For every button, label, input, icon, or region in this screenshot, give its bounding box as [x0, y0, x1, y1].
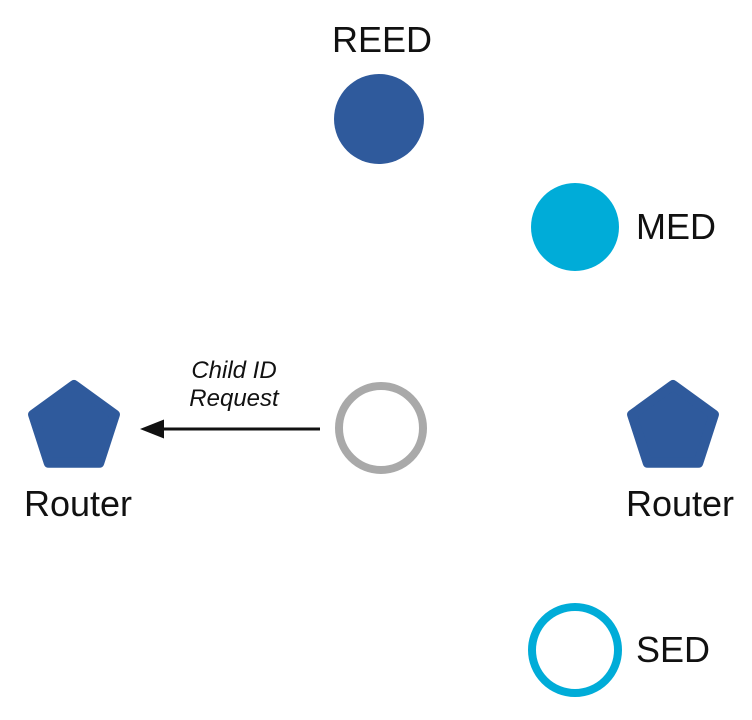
- reed-node-circle: [334, 74, 424, 164]
- joiner-node-circle: [335, 382, 427, 474]
- sed-label: SED: [636, 629, 711, 670]
- router-right-pentagon: [627, 380, 719, 468]
- reed-label: REED: [331, 19, 433, 60]
- child-id-request-label: Child ID Request: [134, 357, 334, 413]
- med-node-circle: [531, 183, 619, 271]
- child-id-request-arrowhead-icon: [140, 419, 164, 439]
- router-left-pentagon: [28, 380, 120, 468]
- child-id-request-label-line1: Child ID: [191, 357, 277, 384]
- child-id-request-label-line2: Request: [189, 385, 279, 412]
- med-label: MED: [636, 206, 716, 247]
- router-left-label: Router: [23, 483, 133, 524]
- sed-node-circle: [528, 603, 622, 697]
- router-right-label: Router: [625, 483, 735, 524]
